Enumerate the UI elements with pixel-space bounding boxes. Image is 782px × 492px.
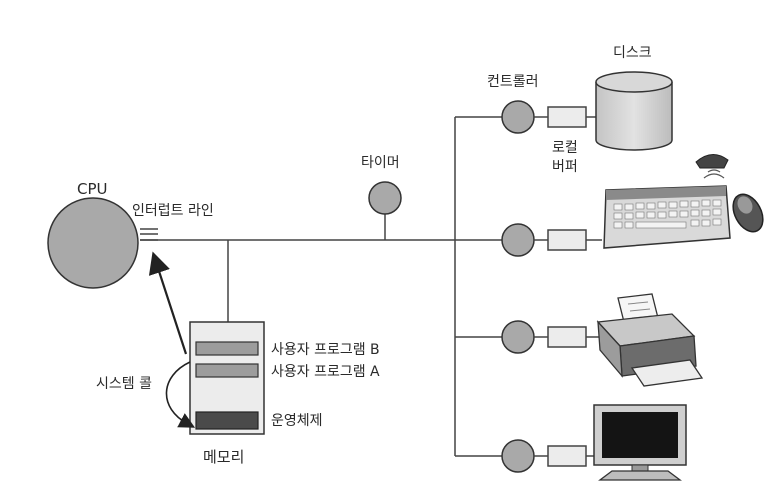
local-buffer-disk <box>547 106 587 128</box>
system-call-arrow <box>165 361 196 428</box>
cpu-label: CPU <box>77 180 108 198</box>
disk-label: 디스크 <box>613 45 652 61</box>
operating-system-label: 운영체제 <box>271 413 323 429</box>
keyboard-mouse-icon <box>603 154 764 249</box>
controller-keyboard <box>501 223 535 257</box>
system-call-label: 시스템 콜 <box>96 376 152 392</box>
user-program-b-label: 사용자 프로그램 B <box>271 342 380 358</box>
user-program-a-label: 사용자 프로그램 A <box>271 364 380 380</box>
cpu-node <box>47 197 139 289</box>
memory-block <box>189 321 265 435</box>
disk-icon <box>595 71 673 151</box>
slot-user-program-a <box>195 363 259 378</box>
interrupt-line-label: 인터럽트 라인 <box>132 203 214 219</box>
slot-user-program-b <box>195 341 259 356</box>
interrupt-line-marks <box>140 228 158 241</box>
slot-operating-system <box>195 411 259 430</box>
controller-monitor <box>501 439 535 473</box>
printer-icon <box>596 293 704 387</box>
monitor-icon <box>593 404 687 481</box>
controller-label: 컨트롤러 <box>487 74 539 90</box>
interrupt-arrow <box>148 251 188 355</box>
timer-node <box>368 181 402 215</box>
timer-label: 타이머 <box>361 155 400 171</box>
local-buffer-label-line2: 버퍼 <box>552 159 578 175</box>
controller-printer <box>501 320 535 354</box>
local-buffers <box>534 106 602 467</box>
controller-disk <box>501 100 535 134</box>
local-buffer-printer <box>547 326 587 348</box>
local-buffer-keyboard <box>547 229 587 251</box>
local-buffer-label-line1: 로컬 <box>552 140 578 156</box>
local-buffer-monitor <box>547 445 587 467</box>
memory-label: 메모리 <box>203 448 244 466</box>
